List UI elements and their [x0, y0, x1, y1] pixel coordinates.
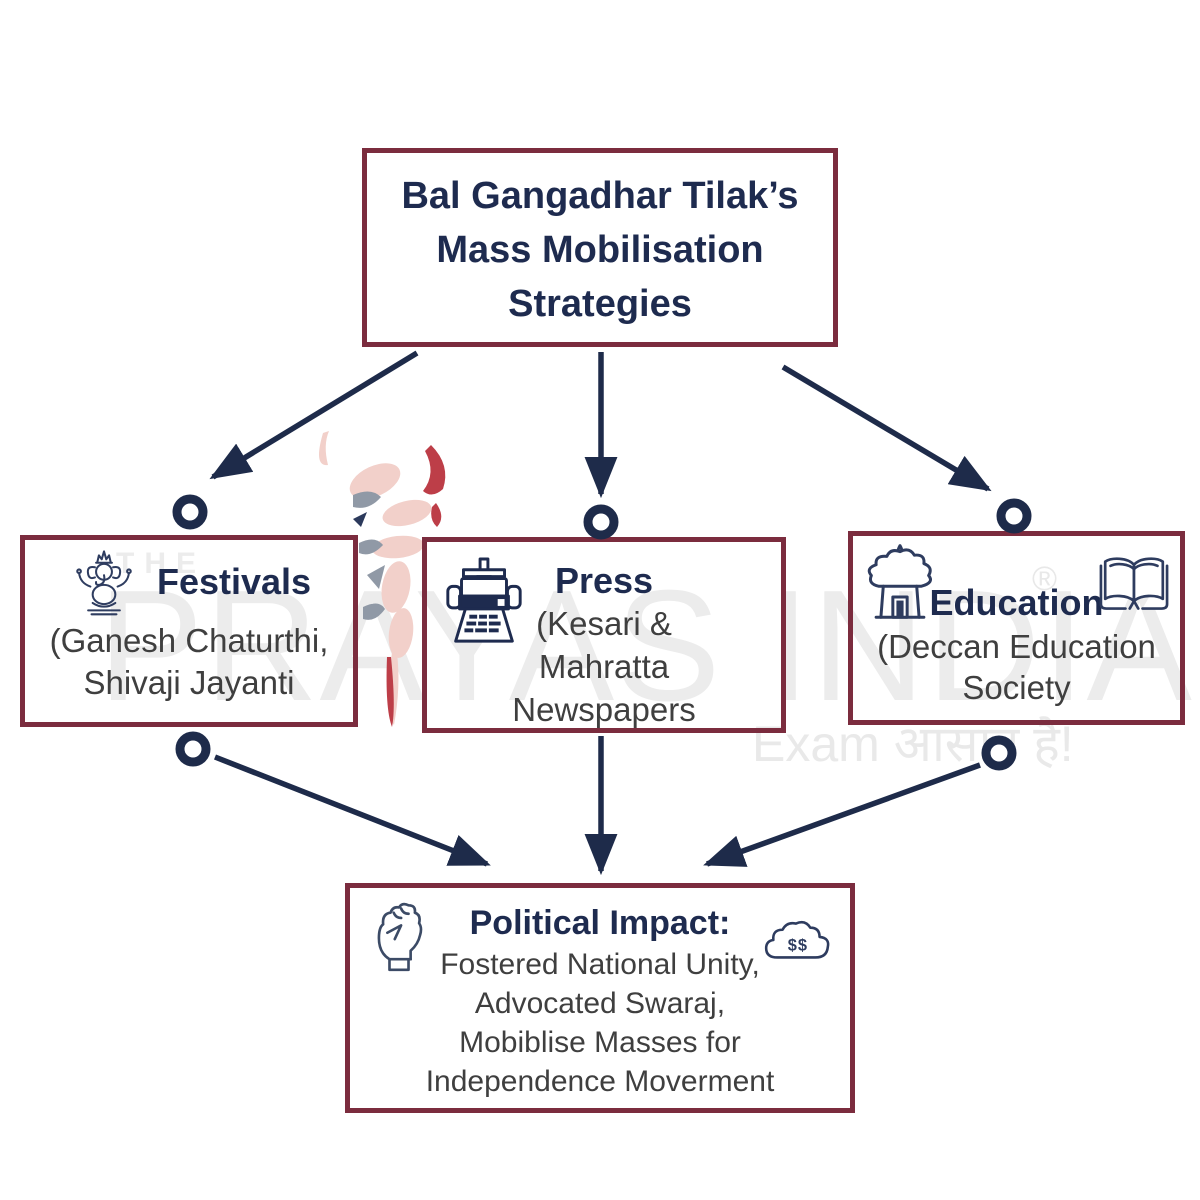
political-impact-box: $$ Political Impact: Fostered National U… [345, 883, 855, 1113]
subtitle-line: Mahratta [538, 648, 670, 685]
watermark-brand: PRAYAS INDIA [98, 558, 1193, 734]
subtitle-line: Fostered National Unity, [440, 948, 760, 981]
subtitle-line: Shivaji Jayanti [83, 664, 295, 701]
subtitle-line: Newspapers [512, 691, 696, 728]
money-cloud-icon: $$ [764, 920, 830, 959]
press-subtitle: (Kesari & Mahratta Newspapers [427, 602, 781, 731]
svg-text:$$: $$ [788, 936, 808, 954]
subtitle-line: Mobiblise Masses for [459, 1026, 741, 1059]
subtitle-line: (Ganesh Chaturthi, [49, 622, 329, 659]
title-line: Strategies [508, 283, 692, 325]
impact-title: Political Impact: [469, 904, 731, 942]
hut-icon [867, 544, 932, 619]
press-title: Press [554, 560, 654, 601]
press-box: Press (Kesari & Mahratta Newspapers [422, 537, 786, 733]
festivals-box: Festivals (Ganesh Chaturthi, Shivaji Jay… [20, 535, 358, 727]
education-title: Education [929, 582, 1104, 623]
ganesha-idol-icon [76, 550, 132, 616]
title-box: Bal Gangadhar Tilak’s Mass Mobilisation … [362, 148, 838, 347]
diagram-title: Bal Gangadhar Tilak’s Mass Mobilisation … [367, 169, 833, 331]
arrow-title-to-education [781, 364, 992, 492]
education-box: Education (Deccan Education Society [848, 531, 1185, 725]
title-line: Bal Gangadhar Tilak’s [401, 175, 799, 217]
connector-ring-festivals-bottom [175, 731, 211, 767]
festivals-title: Festivals [156, 561, 312, 602]
registered-trademark-icon: ® [1032, 560, 1058, 598]
arrow-education-to-impact [703, 762, 981, 867]
title-line: Mass Mobilisation [436, 229, 764, 271]
subtitle-line: (Kesari & [536, 605, 672, 642]
impact-subtitle: Fostered National Unity, Advocated Swara… [350, 945, 850, 1101]
connector-ring-festivals-top [172, 494, 208, 530]
subtitle-line: Independence Moverment [425, 1065, 775, 1098]
connector-ring-education-top [996, 498, 1032, 534]
festivals-subtitle: (Ganesh Chaturthi, Shivaji Jayanti [25, 620, 353, 704]
subtitle-line: Society [962, 669, 1071, 706]
subtitle-line: Advocated Swaraj, [474, 987, 726, 1020]
printing-press-icon [446, 557, 522, 643]
raised-fist-icon [377, 902, 423, 972]
subtitle-line: (Deccan Education [877, 628, 1156, 665]
education-subtitle: (Deccan Education Society [853, 626, 1180, 708]
connector-ring-press-top [583, 504, 619, 540]
open-book-icon [1099, 557, 1169, 610]
